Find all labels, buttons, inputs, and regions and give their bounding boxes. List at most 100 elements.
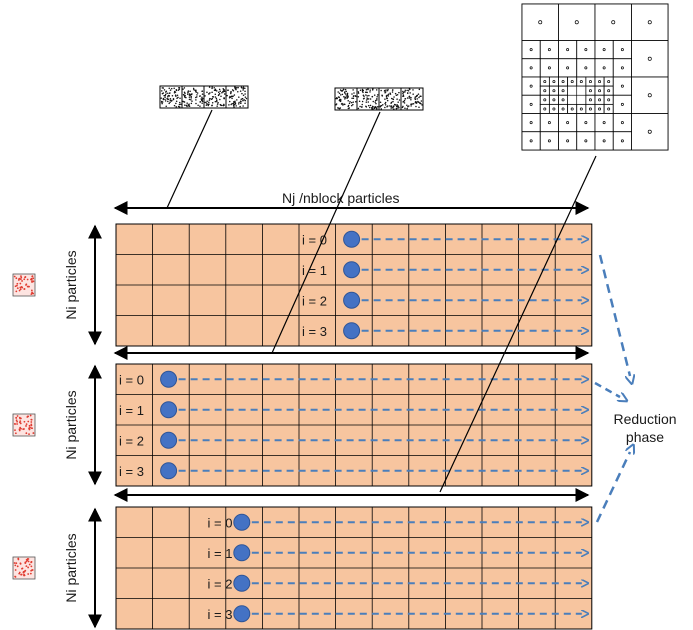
black-dot — [173, 87, 175, 89]
black-dot — [381, 95, 384, 97]
black-dot — [386, 97, 389, 100]
black-dot — [412, 102, 415, 105]
red-dot — [19, 288, 22, 291]
black-dot — [201, 96, 203, 98]
black-dot — [232, 95, 234, 97]
red-dot — [30, 424, 33, 427]
black-dot — [169, 99, 172, 102]
black-dot — [380, 89, 382, 92]
black-dot — [223, 103, 225, 106]
quadtree-cell-medium — [594, 58, 614, 78]
black-dot — [393, 103, 396, 106]
quadtree-grid — [521, 3, 669, 151]
cell-center-dot — [566, 48, 570, 52]
black-dot — [345, 90, 347, 93]
red-dot — [21, 286, 24, 289]
black-dot — [204, 101, 207, 104]
red-dot — [18, 572, 21, 575]
black-dot — [178, 106, 181, 108]
black-dot — [209, 98, 211, 100]
quadtree-cell-medium — [576, 113, 596, 133]
black-dot — [379, 101, 382, 104]
row-index-label: i = 1 — [208, 546, 233, 561]
quadtree-cell-medium — [612, 76, 632, 96]
cell-center-dot — [579, 80, 583, 84]
cell-center-dot — [529, 84, 533, 88]
black-dot — [380, 104, 383, 107]
red-box-frame — [12, 413, 36, 437]
red-dot — [14, 429, 16, 432]
black-dot — [336, 97, 338, 99]
black-dot — [386, 99, 389, 102]
black-dot — [376, 106, 379, 108]
cell-center-dot — [584, 48, 588, 52]
black-dot — [163, 94, 165, 97]
black-dot — [398, 99, 401, 101]
black-dot — [410, 96, 412, 99]
black-dot — [421, 104, 423, 106]
black-dot — [376, 99, 378, 101]
black-dot — [228, 96, 231, 99]
cell-center-dot — [543, 107, 547, 111]
black-dot — [383, 90, 386, 92]
red-dot — [16, 565, 19, 568]
black-dot — [244, 87, 246, 89]
black-dot — [361, 100, 364, 103]
black-dot — [357, 91, 360, 93]
quadtree-cell-small — [567, 103, 578, 114]
black-dot — [231, 97, 233, 100]
cell-center-dot — [543, 89, 547, 93]
black-dot — [408, 97, 410, 99]
black-dot — [418, 96, 420, 99]
cell-center-dot — [584, 139, 588, 143]
black-dot — [345, 97, 347, 99]
black-dot — [390, 107, 392, 109]
black-dot — [338, 92, 341, 95]
red-dot — [13, 275, 16, 278]
black-dot — [363, 95, 365, 98]
red-dot — [20, 276, 23, 279]
quadtree-cell-small — [594, 85, 605, 96]
red-dot — [15, 416, 17, 419]
cell-center-dot — [529, 102, 533, 106]
particle-blocks: i = 0i = 1i = 2i = 3i = 0i = 1i = 2i = 3… — [115, 223, 593, 630]
black-dot — [369, 89, 371, 91]
black-dot — [167, 94, 170, 97]
cell-center-dot — [598, 107, 602, 111]
black-dot — [169, 92, 171, 94]
black-dot — [195, 90, 197, 93]
quadtree-cell-large — [558, 3, 596, 41]
quadtree-cell-small — [585, 76, 596, 87]
red-dot — [14, 569, 17, 571]
black-dot — [169, 98, 172, 100]
black-dot — [385, 91, 387, 93]
black-dot — [344, 93, 347, 95]
black-dot — [347, 95, 349, 98]
black-dot — [180, 103, 182, 105]
black-dot — [419, 95, 421, 98]
black-dot — [382, 104, 384, 106]
black-dot — [190, 99, 192, 101]
black-dot — [350, 101, 353, 104]
cell-center-dot — [561, 107, 565, 111]
quadtree-cell-medium — [612, 113, 632, 133]
red-dot — [19, 420, 22, 423]
black-dot — [337, 107, 339, 109]
reduction-arrow-1 — [598, 254, 630, 376]
black-dot — [201, 102, 203, 104]
black-dot — [232, 104, 235, 107]
black-dot — [387, 93, 390, 96]
quadtree-cell-small — [548, 85, 559, 96]
black-dot — [390, 102, 392, 104]
cell-center-dot — [607, 98, 611, 102]
black-dot — [184, 104, 186, 106]
red-dot — [23, 420, 26, 423]
reduction-label-1: Reduction — [613, 411, 676, 427]
black-dot — [344, 98, 346, 100]
black-dot — [242, 105, 244, 107]
black-dot — [410, 103, 412, 106]
cell-center-dot — [547, 121, 551, 125]
red-dot — [30, 427, 33, 430]
